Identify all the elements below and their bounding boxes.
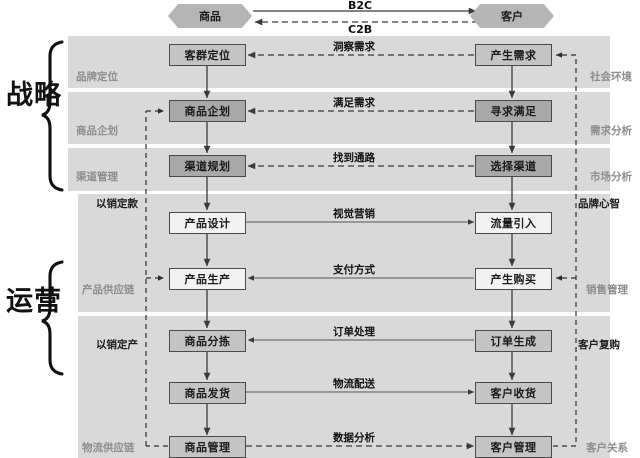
node-right-3[interactable]: 选择渠道 — [475, 155, 552, 177]
link-label-8: 数据分析 — [333, 432, 375, 444]
link-label-4: 视觉营销 — [333, 208, 375, 220]
node-right-2[interactable]: 寻求满足 — [475, 100, 552, 122]
actor-customer[interactable]: 客户 — [470, 4, 554, 28]
link-label-1: 洞察需求 — [333, 41, 375, 53]
link-label-6: 订单处理 — [333, 326, 375, 338]
node-left-5[interactable]: 产品生产 — [169, 268, 246, 290]
band-right-label-6: 客户复购 — [578, 339, 620, 351]
band-right-label-4: 品牌心智 — [578, 198, 620, 210]
node-right-5[interactable]: 产生购买 — [475, 268, 552, 290]
band-left-label-6: 以销定产 — [96, 339, 138, 351]
actor-goods-label: 商品 — [199, 10, 221, 23]
node-left-8[interactable]: 商品管理 — [169, 436, 246, 458]
band-right-label-1: 社会环境 — [590, 71, 632, 83]
band-left-label-2: 商品企划 — [76, 125, 118, 137]
band-left-label-5: 产品供应链 — [82, 284, 135, 296]
link-label-5: 支付方式 — [333, 264, 375, 276]
band-right-label-2: 需求分析 — [590, 125, 632, 137]
node-right-1[interactable]: 产生需求 — [475, 44, 552, 66]
node-left-6[interactable]: 商品分拣 — [169, 330, 246, 352]
actor-customer-label: 客户 — [501, 10, 523, 23]
node-left-1[interactable]: 客群定位 — [169, 44, 246, 66]
group-label-strategy: 战略 — [6, 80, 62, 111]
actor-goods[interactable]: 商品 — [168, 4, 252, 28]
flow-label-c2b: C2B — [348, 23, 373, 36]
node-right-7[interactable]: 客户收货 — [475, 382, 552, 404]
group-label-operations: 运营 — [6, 286, 62, 317]
band-left-label-4: 以销定款 — [96, 198, 138, 210]
band-right-label-7: 客户关系 — [586, 442, 628, 454]
link-label-2: 满足需求 — [333, 97, 375, 109]
node-right-8[interactable]: 客户管理 — [475, 436, 552, 458]
band-right-label-3: 市场分析 — [590, 171, 632, 183]
node-right-6[interactable]: 订单生成 — [475, 330, 552, 352]
node-left-4[interactable]: 产品设计 — [169, 212, 246, 234]
node-left-2[interactable]: 商品企划 — [169, 100, 246, 122]
band-left-label-1: 品牌定位 — [76, 71, 118, 83]
node-left-3[interactable]: 渠道规划 — [169, 155, 246, 177]
band-left-label-3: 渠道管理 — [76, 171, 118, 183]
band-right-label-5: 销售管理 — [586, 284, 628, 296]
link-label-7: 物流配送 — [333, 378, 375, 390]
node-left-7[interactable]: 商品发货 — [169, 382, 246, 404]
link-label-3: 找到通路 — [333, 152, 375, 164]
node-right-4[interactable]: 流量引入 — [475, 212, 552, 234]
band-left-label-7: 物流供应链 — [82, 442, 135, 454]
flow-label-b2c: B2C — [348, 0, 373, 12]
